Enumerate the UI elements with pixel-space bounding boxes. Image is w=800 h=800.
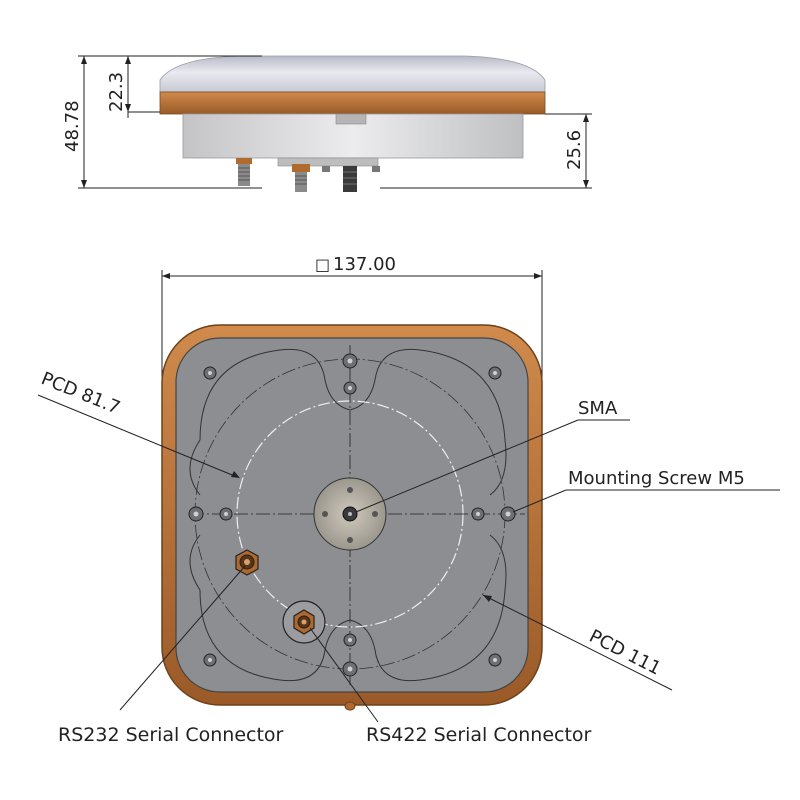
dim-width: 137.00 bbox=[333, 254, 396, 275]
rs232-connector-side bbox=[236, 158, 252, 186]
sma-connector-side bbox=[343, 166, 357, 192]
dim-total-height: 48.78 bbox=[62, 100, 83, 152]
label-rs232: RS232 Serial Connector bbox=[58, 724, 284, 746]
rs422-connector bbox=[282, 600, 326, 644]
radome bbox=[159, 55, 546, 93]
label-mounting-screw: Mounting Screw M5 bbox=[568, 468, 745, 489]
label-rs422: RS422 Serial Connector bbox=[366, 724, 592, 746]
rs232-connector bbox=[235, 549, 259, 576]
rs422-connector-side bbox=[292, 164, 310, 192]
dim-width-symbol: □ bbox=[315, 255, 330, 274]
dim-radome-height: 22.3 bbox=[106, 72, 127, 112]
label-sma: SMA bbox=[578, 398, 618, 419]
dim-base-height: 25.6 bbox=[564, 130, 585, 170]
bronze-ring-side bbox=[159, 91, 546, 115]
side-view: 48.78 22.3 25.6 bbox=[62, 55, 592, 192]
bottom-view: □ 137.00 bbox=[161, 254, 543, 711]
